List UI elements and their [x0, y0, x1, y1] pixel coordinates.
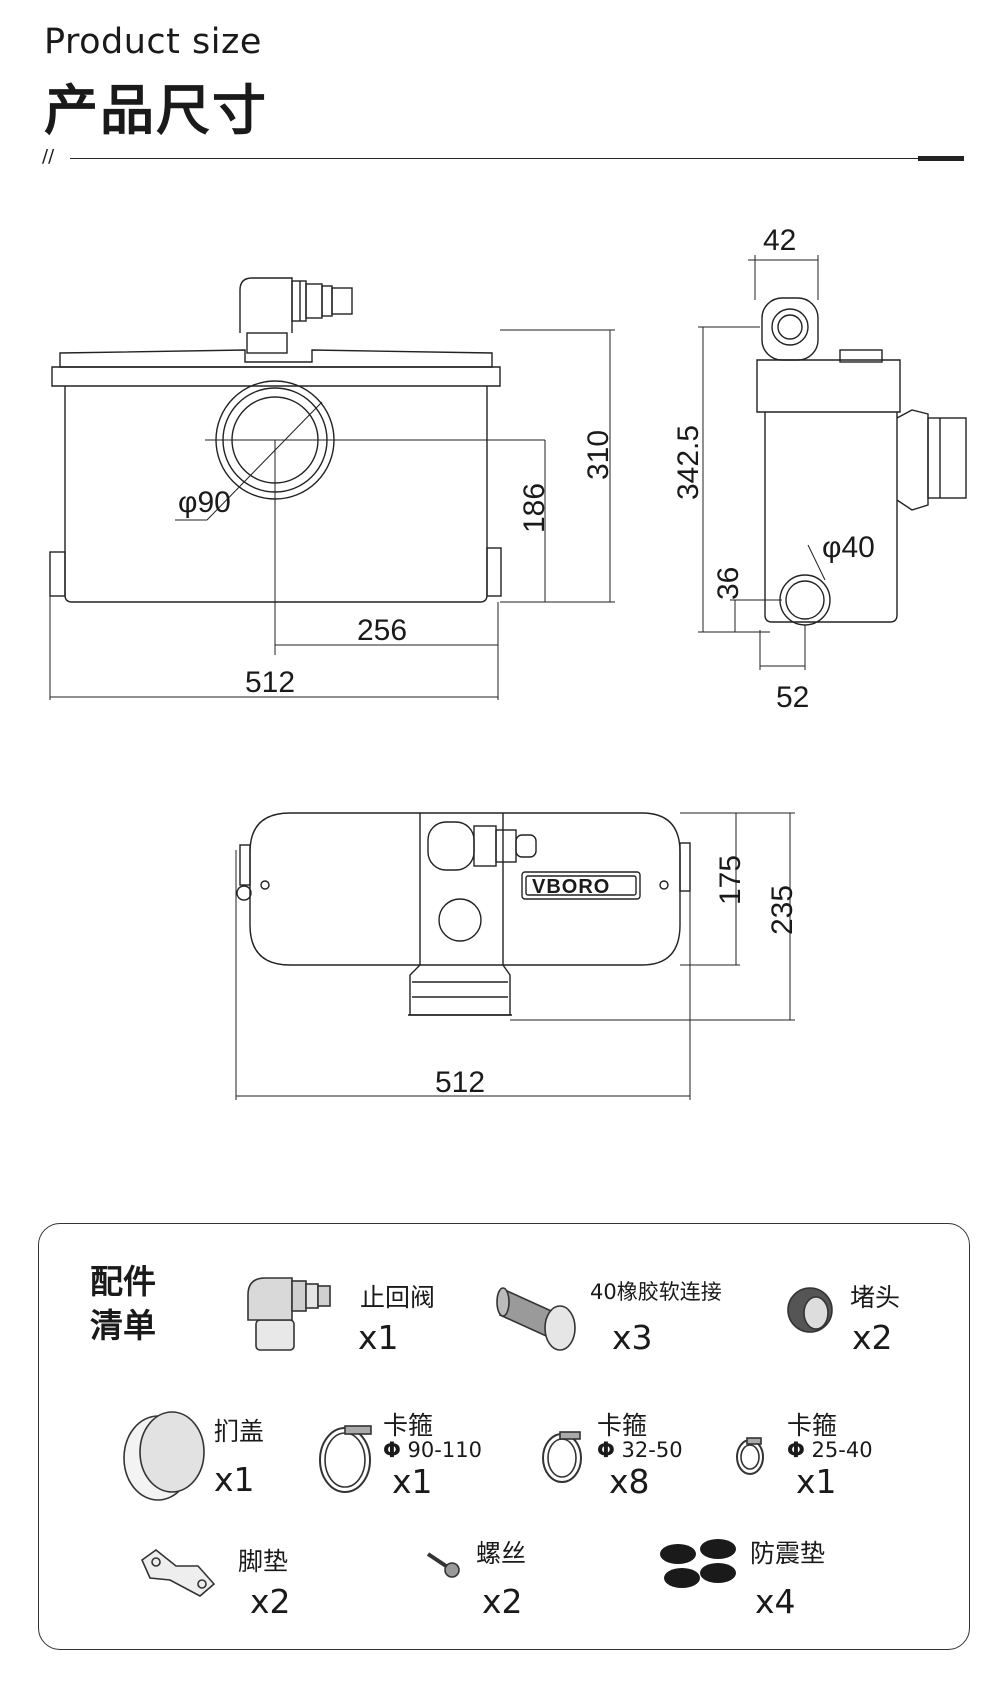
dim-top-depth-body: 175 [714, 855, 747, 905]
accessories-title: 配件 清单 [90, 1260, 170, 1348]
item-clamp-large-spec: Φ 90-110 [383, 1438, 482, 1462]
clamp-medium-icon [542, 1431, 582, 1483]
title-english: Product size [44, 22, 262, 62]
item-foot-label: 脚垫 [238, 1547, 289, 1576]
item-clamp-medium-qty: x8 [609, 1462, 650, 1501]
divider-accent [918, 156, 964, 161]
item-clamp-large-qty: x1 [392, 1462, 433, 1501]
dim-pipe-diameter: φ90 [178, 486, 231, 519]
item-shock-pad-label: 防震垫 [750, 1539, 826, 1568]
dim-outlet-offset: 52 [776, 681, 809, 714]
item-shock-pad-qty: x4 [755, 1582, 796, 1621]
dim-side-height: 342.5 [672, 425, 705, 500]
item-clamp-small-label: 卡箍 [787, 1411, 838, 1440]
item-check-valve-qty: x1 [358, 1318, 399, 1357]
item-plug-label: 堵头 [850, 1283, 901, 1312]
accessory-icons [123, 1277, 833, 1597]
item-cap-qty: x1 [214, 1460, 255, 1499]
clamp-large-icon [319, 1425, 372, 1493]
dim-outlet-height: 36 [712, 567, 745, 600]
dim-center-offset: 256 [357, 614, 407, 647]
item-clamp-medium-label: 卡箍 [597, 1411, 648, 1440]
clamp-small-icon [736, 1437, 764, 1475]
item-screw-label: 螺丝 [476, 1539, 527, 1568]
item-screw-qty: x2 [482, 1582, 523, 1621]
side-view: 42 342.5 φ40 36 52 [672, 224, 967, 714]
item-connector-qty: x3 [612, 1318, 653, 1357]
item-connector-label: 40橡胶软连接 [590, 1280, 722, 1304]
divider-mark: // [42, 146, 55, 167]
dim-inlet-height: 186 [518, 483, 551, 533]
accessories-title-line2: 清单 [90, 1306, 156, 1345]
screw-icon [426, 1552, 460, 1578]
accessories-panel [38, 1223, 970, 1650]
item-clamp-medium-spec: Φ 32-50 [597, 1438, 683, 1462]
cap-icon [123, 1411, 205, 1501]
dim-top-width: 512 [435, 1066, 485, 1099]
foot-bracket-icon [141, 1548, 216, 1597]
top-view: VBORO 175 235 512 [235, 812, 799, 1100]
item-cap-label: 扪盖 [214, 1417, 265, 1446]
item-check-valve-label: 止回阀 [360, 1283, 436, 1312]
dim-side-top-width: 42 [763, 224, 796, 257]
item-foot-qty: x2 [250, 1582, 291, 1621]
accessories-title-line1: 配件 [90, 1262, 156, 1301]
shock-pad-icon [660, 1539, 736, 1588]
dim-top-depth-total: 235 [766, 885, 799, 935]
item-clamp-large-label: 卡箍 [383, 1411, 434, 1440]
rubber-connector-icon [496, 1287, 576, 1351]
dim-outlet-diameter: φ40 [822, 531, 875, 564]
divider-line [70, 158, 960, 159]
brand-logo: VBORO [532, 876, 610, 898]
item-plug-qty: x2 [852, 1318, 893, 1357]
title-chinese: 产品尺寸 [44, 79, 268, 142]
check-valve-icon [247, 1277, 331, 1351]
dim-front-width: 512 [245, 666, 295, 699]
plug-icon [787, 1287, 833, 1333]
dim-total-height: 310 [582, 430, 615, 480]
front-view: φ90 310 186 256 512 [49, 277, 615, 700]
item-clamp-small-spec: Φ 25-40 [787, 1438, 873, 1462]
dimension-drawing: φ90 310 186 256 512 42 [49, 224, 967, 1100]
item-clamp-small-qty: x1 [796, 1462, 837, 1501]
